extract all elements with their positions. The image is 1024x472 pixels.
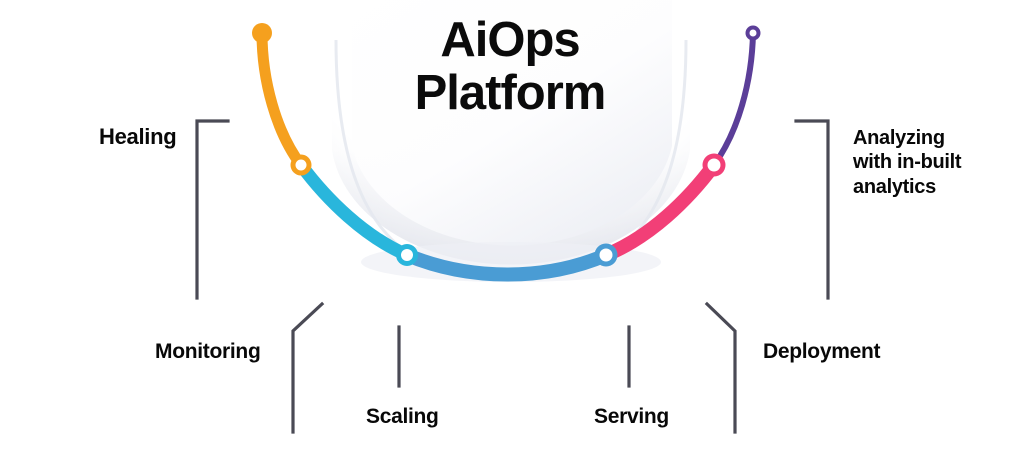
node-healing-inner [295,159,307,171]
process-curve [256,27,756,282]
leader-lines [195,119,830,434]
stage-label-healing: Healing [99,124,177,149]
segment-monitoring-cyan[interactable] [294,158,414,262]
stage-label-monitoring: Monitoring [155,340,261,363]
segment-scaling-serving-blue[interactable] [400,248,613,282]
segment-deployment-pink[interactable] [599,158,721,262]
curve-nodes [252,23,761,267]
page-title: AiOps Platform [414,13,607,120]
center-dome [332,0,690,282]
stage-label-analyzing: Analyzing with in-built analytics [853,127,962,198]
node-monitoring-inner [401,249,413,261]
leader-deployment [704,301,737,434]
leader-monitoring [291,301,325,434]
leader-healing [195,119,230,300]
segment-healing-orange[interactable] [256,27,307,171]
stage-label-deployment: Deployment [763,340,881,363]
leader-analyzing [794,119,830,300]
stage-label-serving: Serving [594,405,669,428]
node-serving-inner [599,248,613,262]
node-deployment-inner [707,158,721,172]
stage-label-scaling: Scaling [366,405,439,428]
segment-analyzing-purple[interactable] [711,30,756,168]
node-analyzing-inner [749,29,757,37]
node-healing-start[interactable] [252,23,272,43]
